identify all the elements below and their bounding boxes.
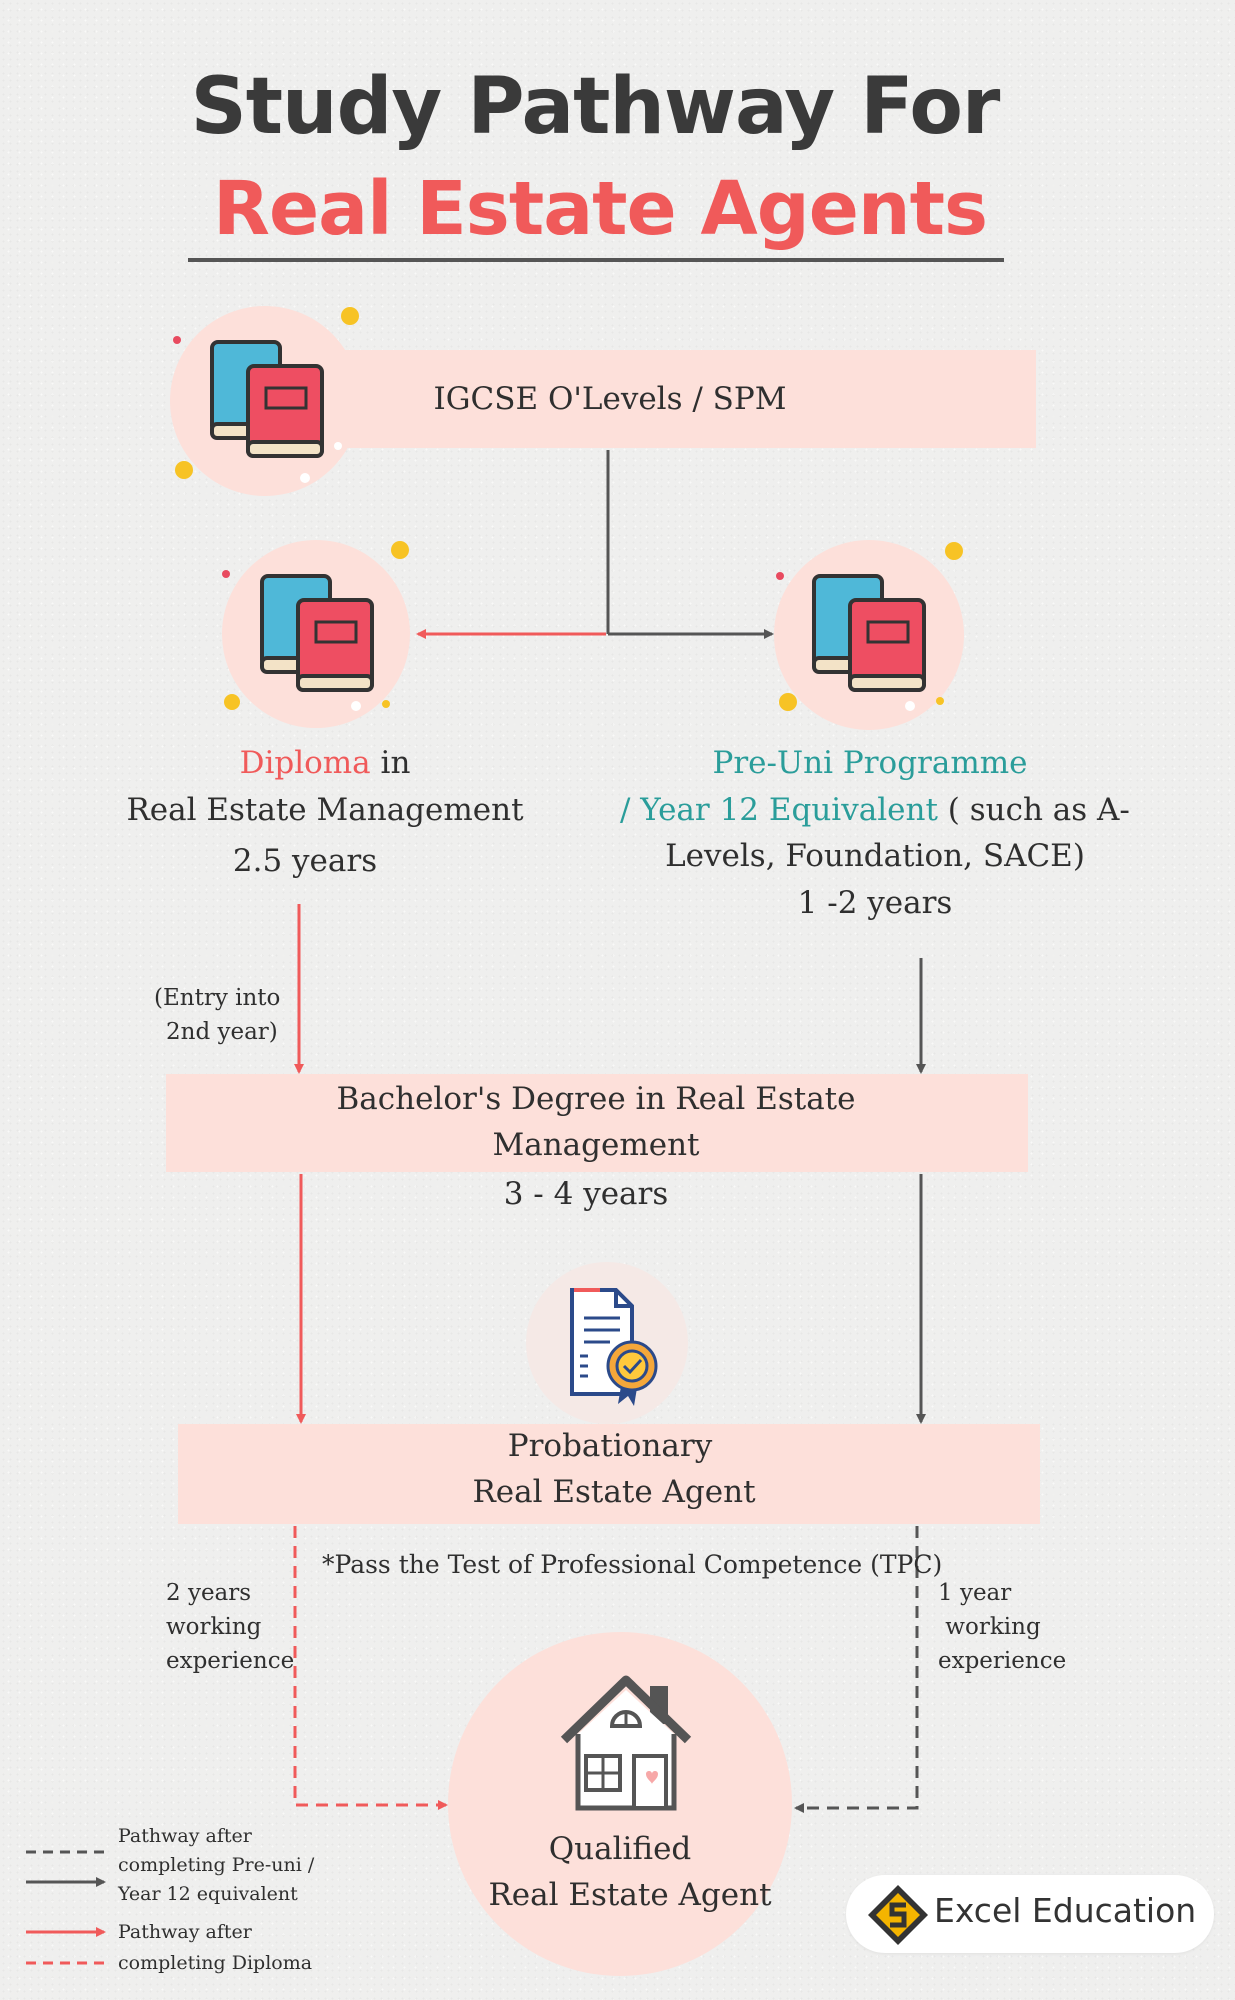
bachelor-duration: 3 - 4 years <box>503 1176 669 1212</box>
diploma-duration: 2.5 years <box>232 843 378 879</box>
diploma-highlight: Diploma <box>239 745 371 781</box>
diploma-title: Diploma in <box>120 740 530 786</box>
legend-diploma-line2: completing Diploma <box>118 1952 313 1974</box>
title-underline <box>188 258 1004 262</box>
excel-education-logo <box>868 1885 928 1945</box>
preuni-duration: 1 -2 years <box>797 885 953 921</box>
left-exp-line1: 2 years <box>166 1580 252 1606</box>
right-exp-line1: 1 year <box>938 1580 1012 1606</box>
preuni-title: Pre-Uni Programme <box>712 745 1028 781</box>
igcse-band <box>300 350 1036 448</box>
legend-preuni-line1: Pathway after <box>118 1825 252 1847</box>
preuni-line3: Levels, Foundation, SACE) <box>665 838 1085 874</box>
igcse-label: IGCSE O'Levels / SPM <box>433 381 787 417</box>
preuni-line2-rest: ( such as A- <box>937 792 1130 828</box>
diploma-in: in <box>370 745 411 781</box>
right-exp-line3: experience <box>938 1648 1067 1674</box>
house-icon <box>560 1675 692 1811</box>
diploma-program: Real Estate Management <box>126 792 524 828</box>
page-title-line2: Real Estate Agents <box>213 166 988 252</box>
left-exp-line3: experience <box>166 1648 295 1674</box>
probationary-band <box>178 1424 1040 1524</box>
books-icon <box>210 340 324 458</box>
qualified-line1: Qualified <box>548 1831 692 1867</box>
legend-preuni-line3: Year 12 equivalent <box>118 1883 298 1905</box>
certificate-icon <box>570 1288 658 1406</box>
probationary-line2: Real Estate Agent <box>472 1474 756 1510</box>
probationary-to-qualified-gray-dashed <box>794 1526 919 1813</box>
brand-name: Excel Education <box>934 1891 1197 1930</box>
books-icon <box>260 574 374 692</box>
preuni-line2-highlight: / Year 12 Equivalent <box>620 792 938 828</box>
left-exp-line2: working <box>166 1614 262 1640</box>
entry-note-line1: (Entry into <box>154 985 281 1011</box>
page-title-line1: Study Pathway For <box>190 62 1001 152</box>
legend-diploma-line1: Pathway after <box>118 1921 252 1943</box>
probationary-line1: Probationary <box>507 1428 713 1464</box>
books-icon <box>812 574 926 692</box>
bachelor-line2: Management <box>492 1127 700 1163</box>
preuni-line2: / Year 12 Equivalent ( such as A- <box>620 787 1130 833</box>
tpc-note: *Pass the Test of Professional Competenc… <box>322 1550 943 1579</box>
bachelor-line1: Bachelor's Degree in Real Estate <box>336 1081 856 1117</box>
entry-note-line2: 2nd year) <box>166 1019 278 1045</box>
qualified-line2: Real Estate Agent <box>488 1877 772 1913</box>
right-exp-line2: working <box>938 1614 1041 1640</box>
legend-preuni-line2: completing Pre-uni / <box>118 1854 315 1876</box>
bachelor-band <box>166 1074 1028 1172</box>
